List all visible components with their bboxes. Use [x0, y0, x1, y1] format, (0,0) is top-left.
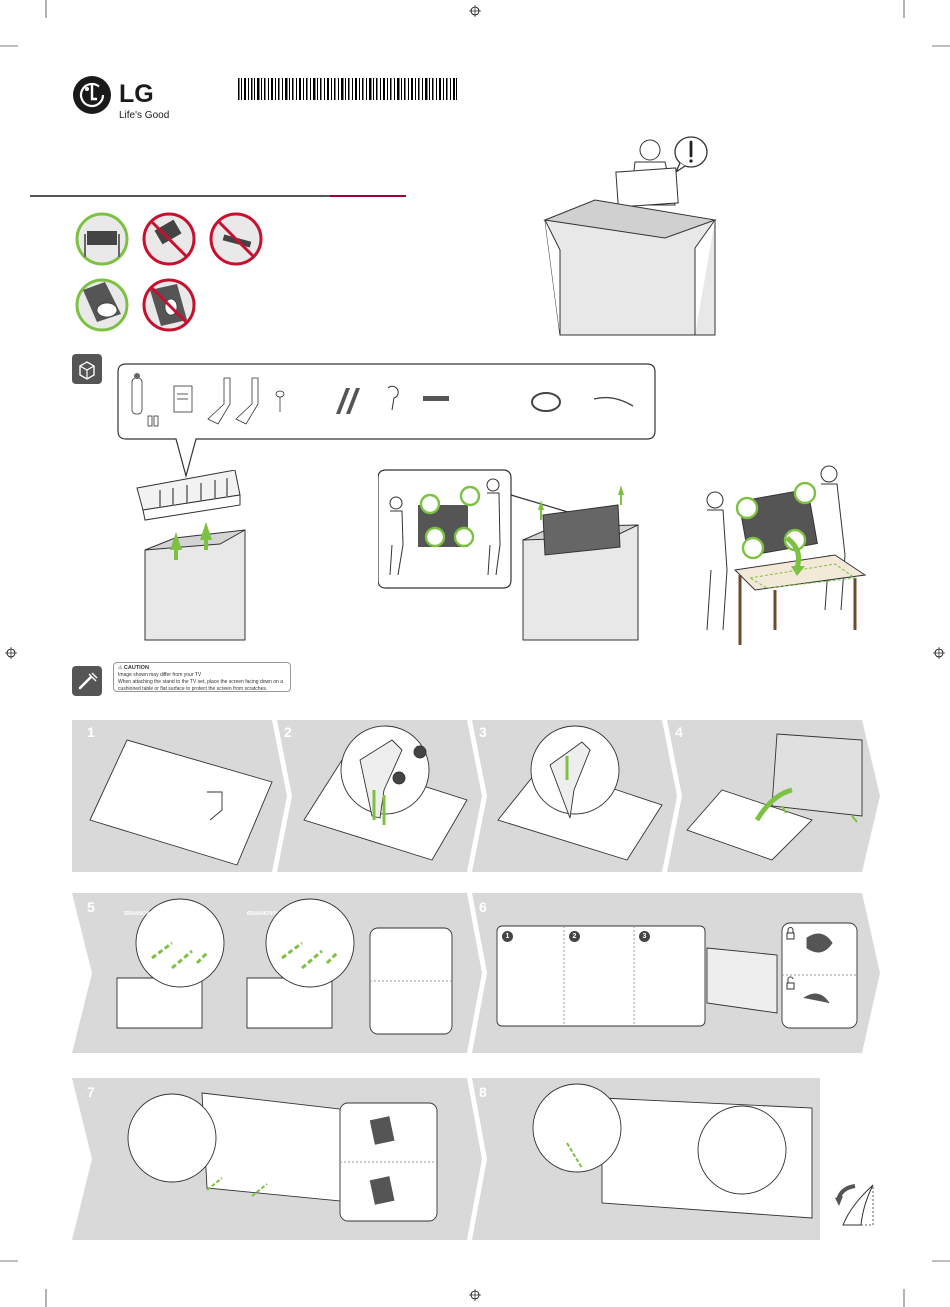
warning-icon: ⚠ [118, 665, 122, 671]
accessories-callout [118, 364, 655, 439]
steps-row-1: 1 2 3 4 [72, 720, 880, 872]
step-7-number: 7 [87, 1084, 95, 1100]
no-carry-horizontal-icon [211, 214, 261, 264]
barcode [238, 78, 458, 100]
no-carry-flat-icon [144, 214, 194, 264]
title-rule [30, 195, 330, 197]
place-tv-on-table-illustration [695, 460, 870, 650]
caution-line-2: When attaching the stand to the TV set, … [118, 679, 286, 693]
model-label-1: 55NANO90* [124, 911, 155, 917]
unboxing-illustration [535, 130, 725, 345]
brand-slogan: Life's Good [119, 110, 169, 121]
ok-carry-upright-icon [77, 214, 127, 264]
caution-line-1: Image shown may differ from your TV [118, 672, 286, 679]
title-rule-accent [330, 195, 406, 197]
brand-name: LG [119, 80, 154, 109]
no-press-screen-icon [144, 280, 194, 330]
caution-title: CAUTION [124, 665, 149, 671]
handling-guidelines [75, 212, 275, 332]
cable-tie-icon [423, 396, 449, 401]
lift-tv-illustration [378, 465, 643, 645]
substep-3-badge: 3 [639, 931, 650, 942]
exclamation-icon [675, 137, 707, 172]
ok-hold-edge-icon [77, 280, 127, 330]
step-5-number: 5 [87, 899, 95, 915]
step-6-number: 6 [479, 899, 487, 915]
model-label-2: 65NANO90* [247, 911, 278, 917]
steps-row-3: 7 8 [72, 1078, 820, 1240]
page-turn-icon [833, 1180, 878, 1230]
caution-note: ⚠ CAUTION Image shown may differ from yo… [113, 662, 291, 692]
step-8-number: 8 [479, 1084, 487, 1100]
manual-icon [174, 386, 192, 412]
remove-accessories-illustration [135, 470, 250, 645]
step-4-number: 4 [675, 724, 683, 740]
box-icon [72, 354, 102, 384]
step-3-number: 3 [479, 724, 487, 740]
step-2-number: 2 [284, 724, 292, 740]
substep-2-badge: 2 [569, 931, 580, 942]
steps-row-2: 5 6 55NANO90* 65NANO90* [72, 893, 880, 1053]
lg-logo-icon [73, 76, 111, 114]
substep-1-badge: 1 [502, 931, 513, 942]
step-1-number: 1 [87, 724, 95, 740]
tool-icon [72, 666, 102, 696]
